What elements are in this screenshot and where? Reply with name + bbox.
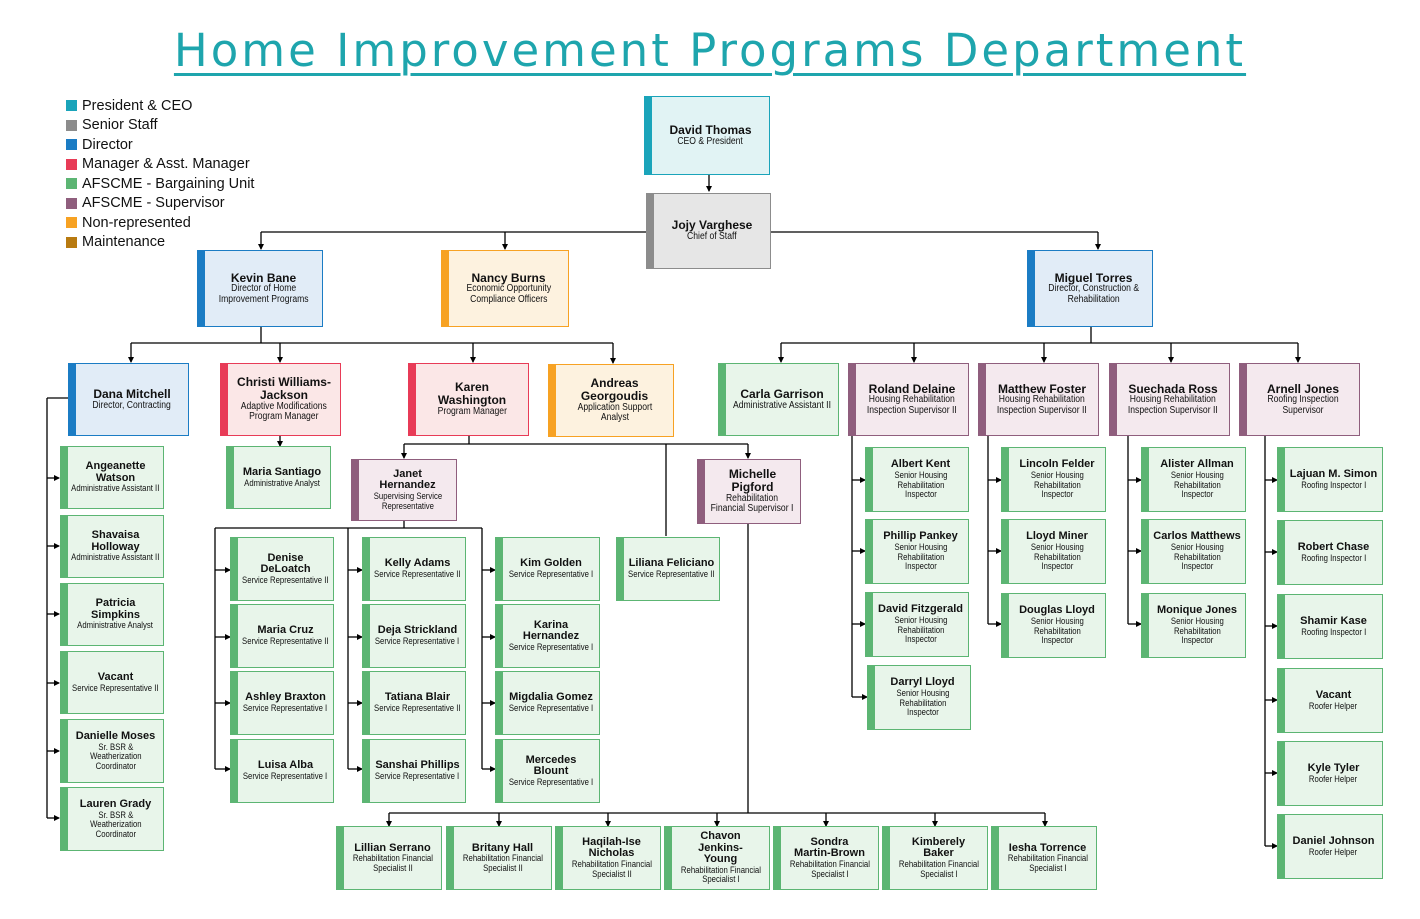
- legend-swatch: [66, 217, 77, 229]
- legend-swatch: [66, 197, 77, 209]
- legend-swatch: [66, 100, 77, 112]
- legend-item-manager: Manager & Asst. Manager: [66, 155, 254, 175]
- legend-item-supervisor: AFSCME - Supervisor: [66, 194, 254, 214]
- legend-item-maintenance: Maintenance: [66, 233, 254, 253]
- legend: President & CEO Senior Staff Director Ma…: [66, 96, 254, 252]
- legend-swatch: [66, 119, 77, 131]
- legend-swatch: [66, 158, 77, 170]
- legend-swatch: [66, 139, 77, 151]
- legend-item-senior-staff: Senior Staff: [66, 116, 254, 136]
- page-title: Home Improvement Programs Department: [173, 24, 1247, 77]
- legend-item-director: Director: [66, 135, 254, 155]
- legend-swatch: [66, 236, 77, 248]
- legend-swatch: [66, 178, 77, 190]
- legend-item-bargaining-unit: AFSCME - Bargaining Unit: [66, 174, 254, 194]
- legend-item-non-represented: Non-represented: [66, 213, 254, 233]
- legend-item-president: President & CEO: [66, 96, 254, 116]
